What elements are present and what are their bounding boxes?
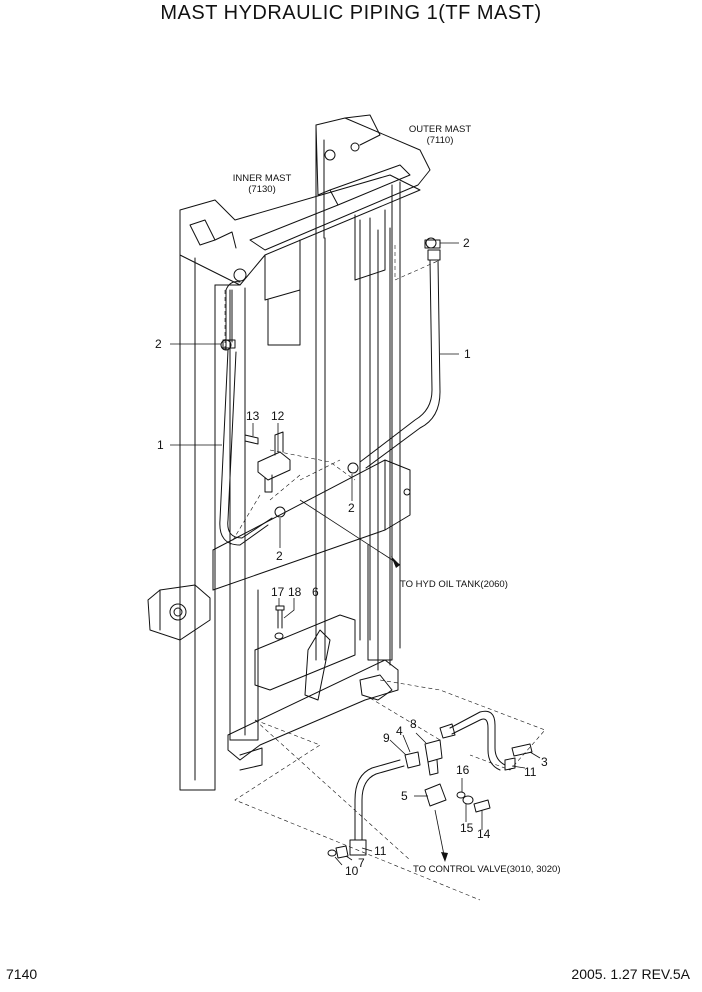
- page-title: MAST HYDRAULIC PIPING 1(TF MAST): [160, 2, 542, 24]
- callout-5: 5: [401, 789, 408, 803]
- callout-1: 1: [464, 347, 471, 361]
- tee-fitting: [244, 431, 291, 518]
- callout-7: 7: [358, 856, 365, 870]
- callout-16: 16: [456, 763, 470, 777]
- revision-label: 2005. 1.27 REV.5A: [571, 966, 690, 982]
- callout-15: 15: [460, 821, 474, 835]
- outer-mast-ref: (7110): [427, 135, 454, 146]
- callout-3: 3: [541, 755, 548, 769]
- callout-13: 13: [246, 409, 260, 423]
- lower-hose-assembly: [327, 710, 533, 859]
- outer-mast: [249, 114, 431, 661]
- callout-8: 8: [410, 717, 417, 731]
- callout-6: 6: [312, 585, 319, 599]
- callout-2: 2: [276, 549, 283, 563]
- inner-mast-ref: (7130): [248, 184, 275, 195]
- outer-mast-label: OUTER MAST: [409, 124, 471, 135]
- inner-mast: [147, 174, 421, 791]
- callout-10: 10: [345, 864, 359, 878]
- callout-1: 1: [157, 438, 164, 452]
- bolt-and-washer: [274, 605, 285, 640]
- page-number: 7140: [6, 966, 38, 982]
- inner-mast-label: INNER MAST: [233, 173, 292, 184]
- hose-right: [347, 239, 441, 474]
- to-tank-label: TO HYD OIL TANK(2060): [400, 579, 508, 590]
- callout-17: 17: [271, 585, 285, 599]
- callout-2: 2: [348, 501, 355, 515]
- to-valve-label: TO CONTROL VALVE(3010, 3020): [413, 864, 561, 875]
- callout-2: 2: [155, 337, 162, 351]
- callout-11: 11: [524, 765, 537, 779]
- callout-4: 4: [396, 724, 403, 738]
- callout-2: 2: [463, 236, 470, 250]
- callout-18: 18: [288, 585, 302, 599]
- callout-11: 11: [374, 844, 387, 858]
- callout-14: 14: [477, 827, 491, 841]
- callout-9: 9: [383, 731, 390, 745]
- callout-12: 12: [271, 409, 285, 423]
